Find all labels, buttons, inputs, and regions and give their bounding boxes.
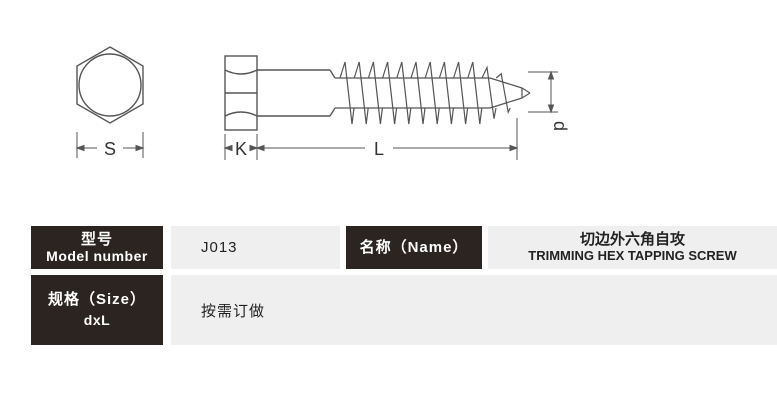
hex-head-top-view <box>76 46 144 124</box>
thread-crest <box>410 61 426 125</box>
drawing-svg: S K <box>75 46 570 160</box>
k-dimension <box>223 134 259 160</box>
name-value-cell: 切边外六角自攻 TRIMMING HEX TAPPING SCREW <box>488 226 777 269</box>
thread-crest <box>424 61 440 125</box>
thread-crest <box>467 61 483 125</box>
screw-technical-drawing: S K <box>75 46 570 160</box>
hex-head-side-view <box>224 55 258 131</box>
d-dimension <box>528 70 558 114</box>
thread-crest <box>367 61 383 125</box>
name-header: 名称（Name） <box>346 226 482 269</box>
l-label: L <box>374 139 384 159</box>
s-dimension <box>75 132 145 158</box>
thread-crest <box>353 61 369 125</box>
size-value-cell: 按需订做 <box>171 275 777 345</box>
thread-crest <box>453 61 469 125</box>
model-number-value-cell: J013 <box>171 226 340 269</box>
thread-crest <box>382 61 398 125</box>
thread-crest <box>396 61 412 125</box>
k-label: K <box>235 139 247 159</box>
name-label: 名称（Name） <box>359 239 469 256</box>
name-value-zh: 切边外六角自攻 <box>579 231 685 248</box>
name-value-en: TRIMMING HEX TAPPING SCREW <box>528 248 737 263</box>
thread-crest <box>339 61 355 125</box>
l-dimension <box>255 118 519 160</box>
model-number-header: 型号 Model number <box>31 226 163 269</box>
size-label-sub: dxL <box>83 312 111 328</box>
thread-crest <box>495 72 511 115</box>
thread-crest <box>481 65 497 119</box>
model-label-zh: 型号 <box>80 230 113 248</box>
model-label-en: Model number <box>46 247 148 264</box>
d-label: d <box>550 121 570 131</box>
screw-thread <box>335 61 531 125</box>
size-value: 按需订做 <box>201 302 266 320</box>
thread-crest <box>438 61 454 125</box>
s-label: S <box>104 139 116 159</box>
model-number-value: J013 <box>201 239 238 256</box>
size-header: 规格（Size） dxL <box>31 275 163 345</box>
screw-shank <box>257 69 336 117</box>
size-label: 规格（Size） <box>47 291 146 308</box>
